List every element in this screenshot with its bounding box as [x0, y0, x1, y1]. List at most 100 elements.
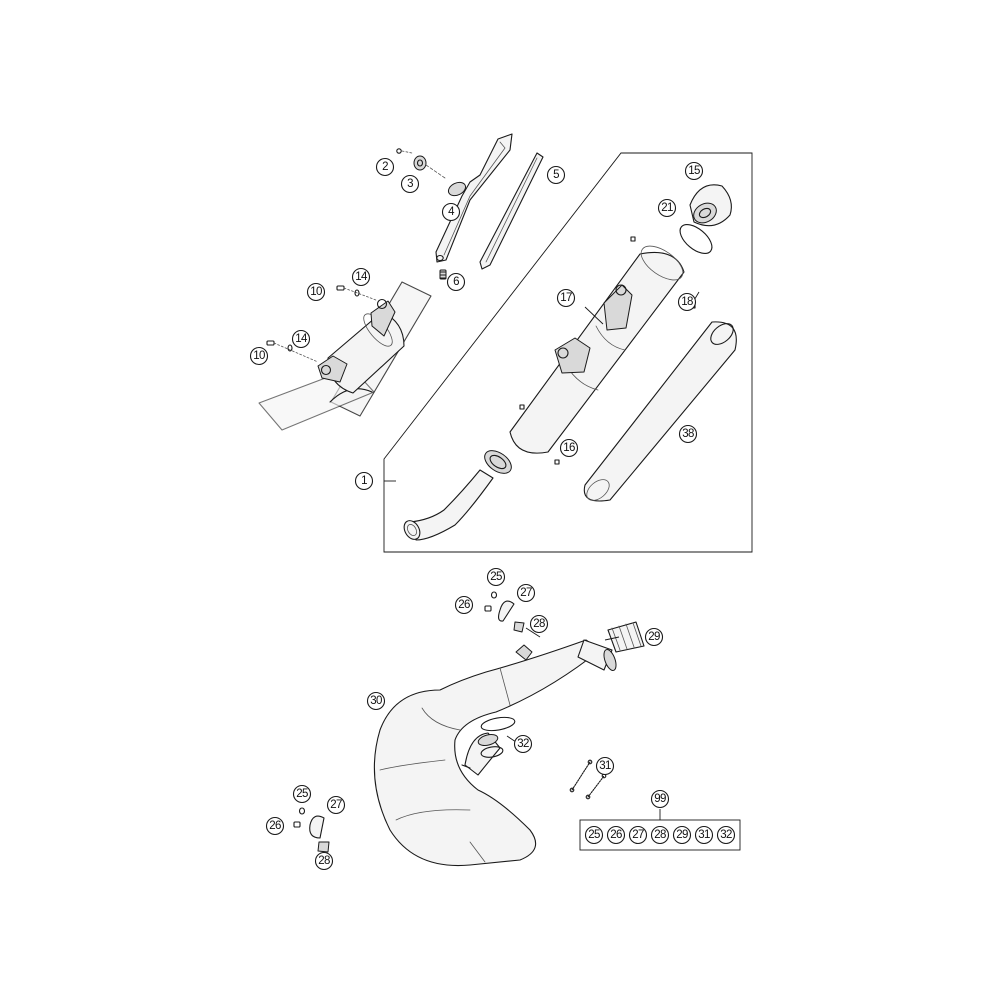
callout-26-lower-label: 26 [269, 820, 281, 832]
kit-item-26-label: 26 [610, 829, 622, 841]
callout-15: 15 [684, 161, 704, 181]
callout-1-label: 1 [361, 475, 367, 487]
callout-17: 17 [556, 288, 576, 308]
callout-32: 32 [513, 734, 533, 754]
callout-10-upper: 10 [306, 282, 326, 302]
packing-part-38 [583, 321, 737, 502]
callout-25-lower: 25 [292, 784, 312, 804]
exhaust-pipe-part-30 [373, 639, 617, 867]
upper-mount-hardware [484, 591, 525, 633]
kit-item-28: 28 [650, 825, 670, 845]
kit-item-31-label: 31 [698, 829, 710, 841]
callout-27-upper-label: 27 [520, 587, 532, 599]
o-ring-part-21 [679, 224, 713, 254]
callout-27-lower-label: 27 [330, 799, 342, 811]
kit-item-27: 27 [628, 825, 648, 845]
callout-26-upper: 26 [454, 595, 474, 615]
bolt-part-2 [396, 148, 413, 154]
callout-17-label: 17 [560, 292, 572, 304]
callout-99-label: 99 [654, 793, 666, 805]
callout-10-lower: 10 [249, 346, 269, 366]
kit-item-32: 32 [716, 825, 736, 845]
callout-28-lower: 28 [314, 851, 334, 871]
callout-27-lower: 27 [326, 795, 346, 815]
callout-5: 5 [546, 165, 566, 185]
callout-14-lower: 14 [291, 329, 311, 349]
kit-item-28-label: 28 [654, 829, 666, 841]
screw-part-6 [439, 269, 447, 280]
callout-6-label: 6 [453, 276, 459, 288]
callout-30-label: 30 [370, 695, 382, 707]
callout-26-lower: 26 [265, 816, 285, 836]
kit-item-25-label: 25 [588, 829, 600, 841]
callout-6: 6 [446, 272, 466, 292]
bracket-part-4 [435, 133, 513, 263]
callout-21: 21 [657, 198, 677, 218]
callout-2: 2 [375, 157, 395, 177]
washer-part-14-lower [287, 344, 293, 352]
kit-item-26: 26 [606, 825, 626, 845]
callout-25-upper-label: 25 [490, 571, 502, 583]
callout-99: 99 [650, 789, 670, 809]
kit-item-29: 29 [672, 825, 692, 845]
frame-mount-group [258, 281, 432, 431]
o-ring-part-32 [480, 716, 516, 758]
bolt-part-10-upper [336, 285, 377, 301]
silencer-assembly-frame [383, 152, 753, 553]
callout-27-upper: 27 [516, 583, 536, 603]
callout-21-label: 21 [661, 202, 673, 214]
callout-26-upper-label: 26 [458, 599, 470, 611]
callout-25-lower-label: 25 [296, 788, 308, 800]
callout-28-upper-label: 28 [533, 618, 545, 630]
callout-29-label: 29 [648, 631, 660, 643]
callout-4-label: 4 [448, 206, 455, 218]
heat-shield-part-5 [479, 152, 544, 270]
callout-38: 38 [678, 424, 698, 444]
callout-31-label: 31 [599, 760, 611, 772]
callout-10-upper-label: 10 [310, 286, 322, 298]
callout-18: 18 [677, 292, 697, 312]
kit-item-27-label: 27 [632, 829, 644, 841]
callout-3-label: 3 [407, 178, 413, 190]
callout-4: 4 [441, 202, 461, 222]
callout-1: 1 [354, 471, 374, 491]
callout-38-label: 38 [682, 428, 694, 440]
header-pipe-group [293, 591, 741, 867]
callout-15-label: 15 [688, 165, 700, 177]
kit-item-25: 25 [584, 825, 604, 845]
callout-32-label: 32 [517, 738, 529, 750]
callout-14-upper: 14 [351, 267, 371, 287]
end-cap-part-15 [689, 184, 732, 227]
callout-10-lower-label: 10 [253, 350, 265, 362]
inlet-pipe [403, 450, 512, 541]
callout-28-lower-label: 28 [318, 855, 330, 867]
rivet-side [519, 404, 525, 410]
kit-item-32-label: 32 [720, 829, 732, 841]
callout-3: 3 [400, 174, 420, 194]
rubber-sleeve-part-29 [607, 621, 645, 653]
callout-2-label: 2 [382, 161, 388, 173]
callout-16-label: 16 [563, 442, 575, 454]
callout-30: 30 [366, 691, 386, 711]
callout-25-upper: 25 [486, 567, 506, 587]
lower-mount-hardware [293, 807, 330, 853]
rivet-top [630, 236, 636, 242]
silencer-assembly-group [403, 184, 737, 541]
callout-18-label: 18 [681, 296, 693, 308]
bushing-part-3 [413, 155, 446, 179]
kit-item-31: 31 [694, 825, 714, 845]
kit-item-29-label: 29 [676, 829, 688, 841]
leader-lines [384, 291, 700, 745]
washer-part-14-upper [354, 289, 360, 297]
callout-5-label: 5 [553, 169, 559, 181]
bolt-part-10-lower [266, 340, 319, 363]
callout-14-upper-label: 14 [355, 271, 368, 283]
callout-28-upper: 28 [529, 614, 549, 634]
rivet-part-16 [554, 459, 560, 465]
silencer-body-part-17 [509, 245, 685, 454]
callout-29: 29 [644, 627, 664, 647]
callout-31: 31 [595, 756, 615, 776]
silencer-bracket-group [396, 133, 544, 280]
callout-14-lower-label: 14 [295, 333, 308, 345]
